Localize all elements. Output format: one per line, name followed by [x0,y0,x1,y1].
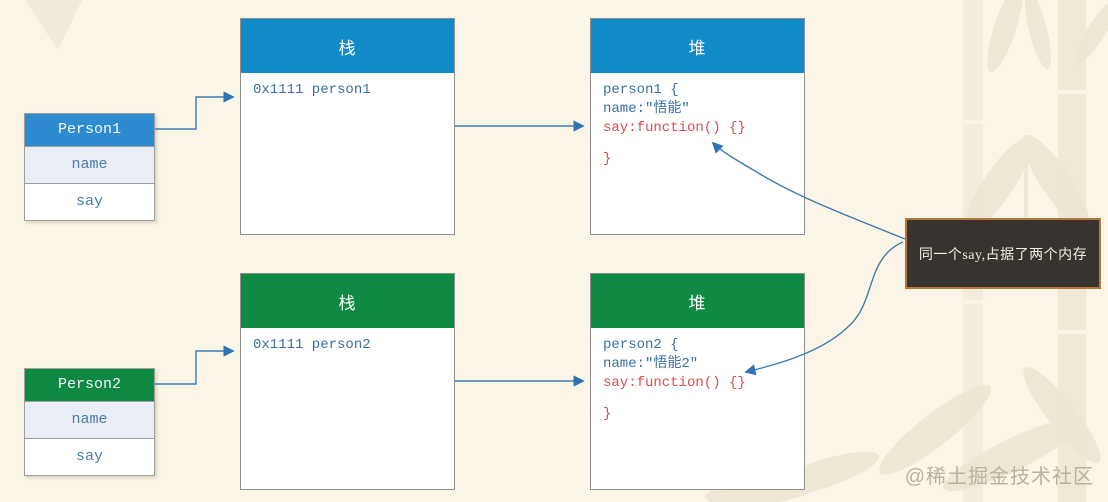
heap2-code-line: person2 { [603,337,679,353]
heap2-code-line: name:″悟能2″ [603,356,699,372]
heap2-title: 堆 [591,274,804,328]
stack2-box: 栈 0x1111 person2 [240,273,455,490]
annotation-text: 同一个say,占据了两个内存 [918,247,1088,263]
heap1-code-line: name:″悟能″ [603,101,690,117]
person2-row-name: name [25,401,154,438]
heap1-code-line: } [603,151,612,167]
heap1-code-line: person1 { [603,82,679,98]
person1-row-name: name [25,146,154,183]
stack2-address: 0x1111 person2 [253,337,371,353]
person2-row-say: say [25,438,154,475]
heap2-code-line: } [603,406,612,422]
stack2-title: 栈 [241,274,454,328]
stack1-box: 栈 0x1111 person1 [240,18,455,235]
stack1-address: 0x1111 person1 [253,82,371,98]
person1-row-say: say [25,183,154,220]
site-watermark: @稀土掘金技术社区 [904,466,1094,488]
person2-table: Person2 name say [24,368,155,476]
person1-table-header: Person1 [25,114,154,146]
heap1-box: 堆 person1 { name:″悟能″ say:function() {} … [590,18,805,235]
person1-table: Person1 name say [24,113,155,221]
annotation-callout: 同一个say,占据了两个内存 [905,218,1101,289]
heap2-code-line: say:function() {} [603,375,746,391]
heap1-title: 堆 [591,19,804,73]
person2-table-header: Person2 [25,369,154,401]
heap1-code-line: say:function() {} [603,120,746,136]
heap2-box: 堆 person2 { name:″悟能2″ say:function() {}… [590,273,805,490]
stack1-title: 栈 [241,19,454,73]
